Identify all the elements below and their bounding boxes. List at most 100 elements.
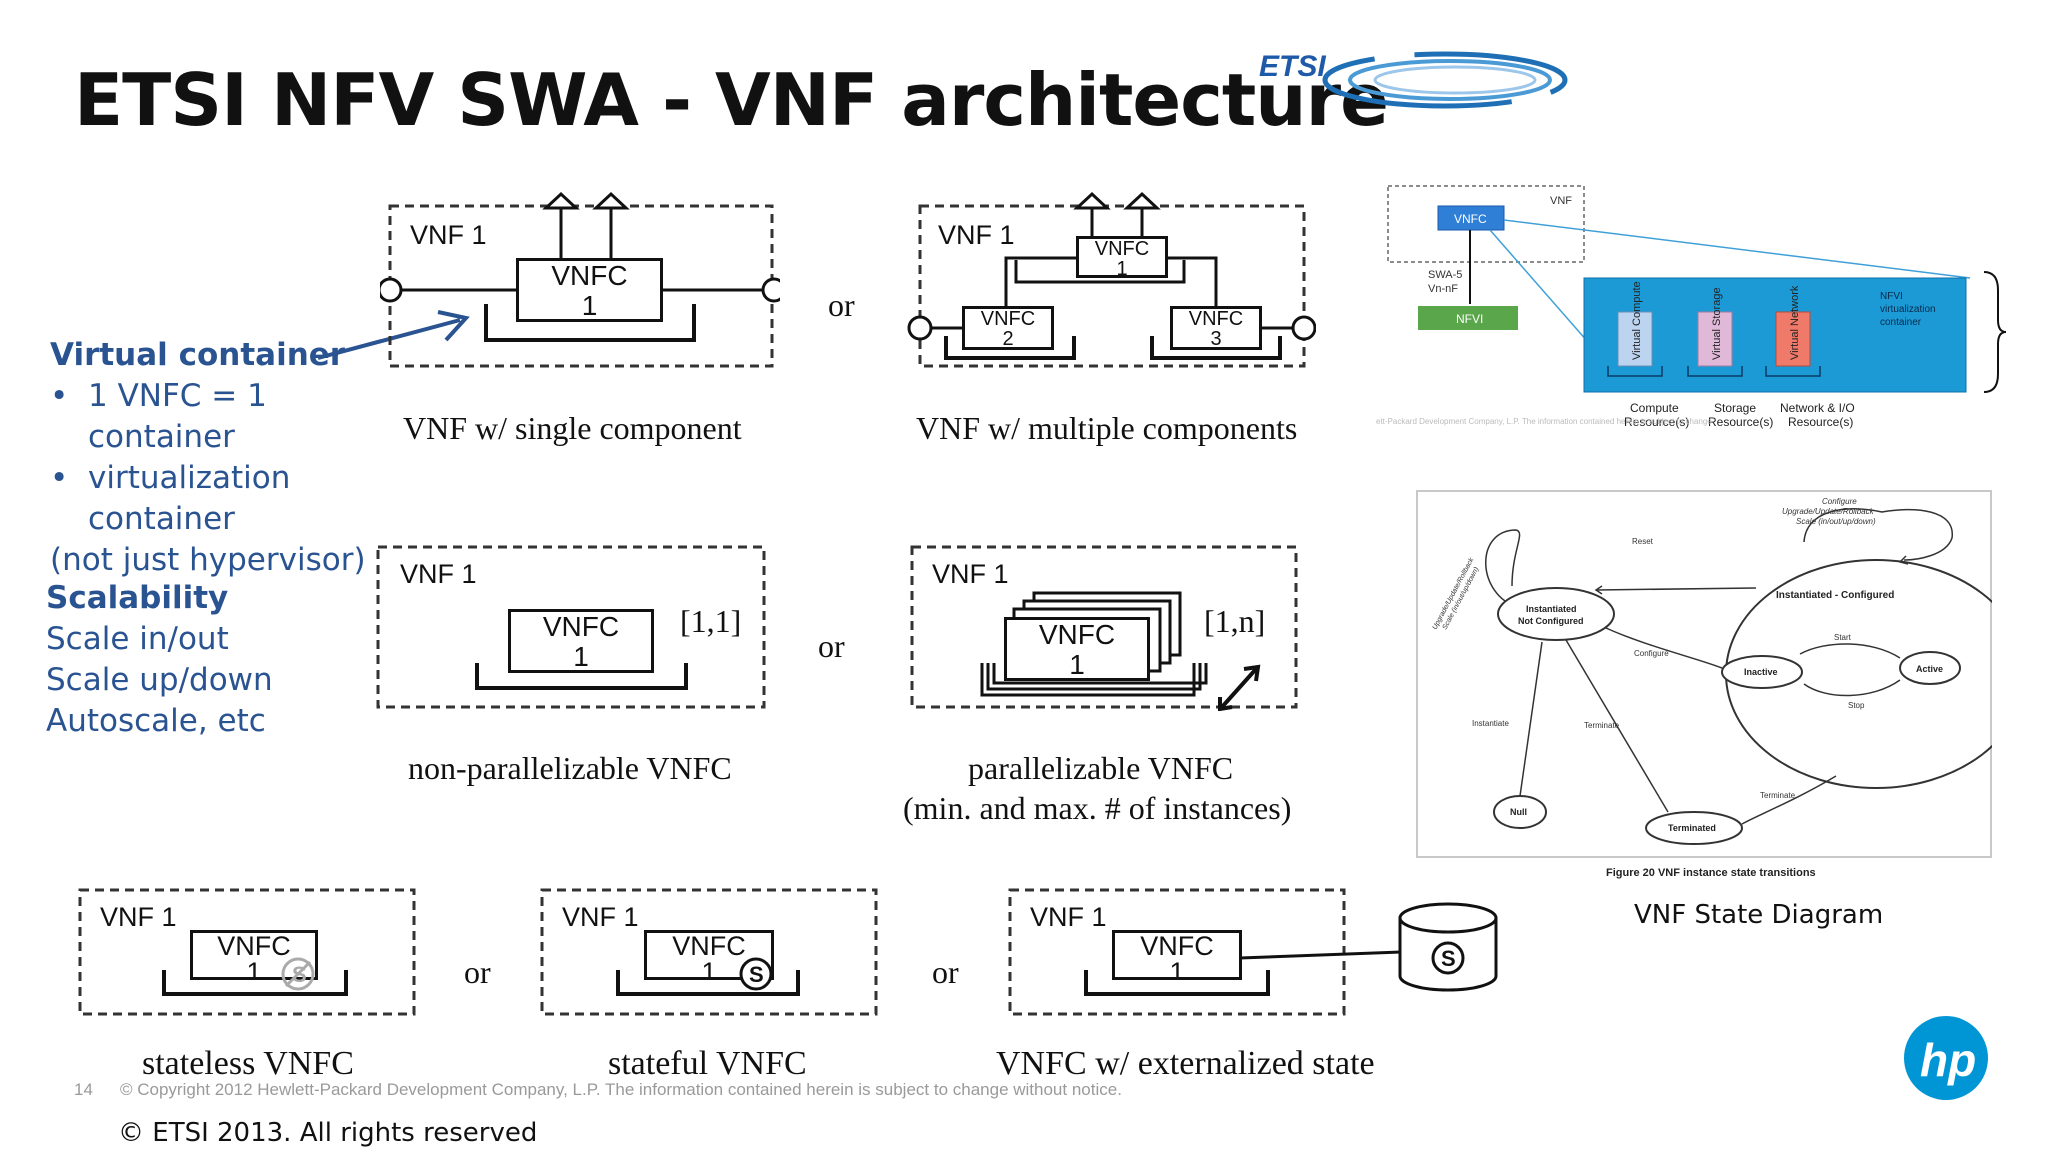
etsi-logo: ETSI — [1255, 46, 1575, 118]
state-diagram-figure: Configure Upgrade/Update/Rollback Scale … — [1416, 490, 1992, 884]
caption-non-parallel: non-parallelizable VNFC — [408, 750, 732, 786]
caption-multiple: VNF w/ multiple components — [916, 410, 1298, 446]
vnfc-label: VNFC — [217, 931, 291, 961]
etsi-copyright: © ETSI 2013. All rights reserved — [118, 1118, 538, 1148]
hp-logo: hp — [1904, 1016, 1988, 1100]
vnfc-box: VNFC 2 — [962, 306, 1054, 350]
caption-single: VNF w/ single component — [403, 410, 742, 446]
state-label: Not Configured — [1518, 616, 1584, 626]
state-label: Start — [1834, 633, 1852, 642]
vnfc-box: VNFC 1 — [516, 258, 663, 322]
state-diagram-graphic: Configure Upgrade/Update/Rollback Scale … — [1416, 490, 1992, 879]
vnfc-label: VNFC — [551, 260, 628, 291]
nfvi-faint-text: ett-Packard Development Company, L.P. Th… — [1376, 417, 1712, 426]
vnfc-number: 1 — [573, 641, 589, 672]
state-label: Inactive — [1744, 667, 1778, 677]
vnfc-number: 2 — [1002, 328, 1014, 350]
vnfc-box: VNFC 1 — [190, 930, 318, 980]
vnfc-label: VNFC — [1094, 238, 1150, 260]
vnf-label: VNF 1 — [932, 559, 1009, 589]
vnfc-number: 3 — [1210, 328, 1222, 350]
single-component-lines — [380, 191, 780, 368]
vnfc-label: VNFC — [1140, 931, 1214, 961]
vnfc-number: 1 — [1069, 649, 1085, 680]
vnfc-label: VNFC — [672, 931, 746, 961]
vnfc-box: VNFC 1 — [1076, 236, 1168, 278]
non-parallel-lines — [376, 545, 766, 709]
state-label: Terminated — [1668, 823, 1716, 833]
container-note-line: NFVI — [1880, 291, 1903, 302]
nfvi-figure-graphic: VNF VNFC SWA-5 Vn-nF NFVI NFVI virtualiz… — [1376, 185, 2007, 429]
state-icon: S — [739, 957, 773, 991]
state-label: Instantiated — [1526, 604, 1577, 614]
diagram-single-component: VNF 1 VNFC 1 — [380, 190, 780, 380]
hp-copyright-notice: © Copyright 2012 Hewlett-Packard Develop… — [120, 1080, 1122, 1099]
vnfc-label: VNFC — [542, 611, 620, 642]
vnfc-number: 1 — [1116, 258, 1128, 278]
vnf-label: VNF 1 — [410, 220, 487, 250]
nfvi-vnfc-label: VNFC — [1454, 212, 1487, 226]
state-label: Instantiated - Configured — [1776, 590, 1894, 601]
resource-label: Network & I/O — [1780, 401, 1855, 415]
resource-label: Resource(s) — [1708, 415, 1773, 429]
vnfc-box: VNFC 1 — [508, 609, 654, 673]
state-label: Reset — [1632, 537, 1654, 546]
diagram-non-parallelizable: VNF 1 VNFC 1 [1,1] — [376, 545, 768, 711]
stateful-lines — [540, 888, 878, 1016]
state-diagram-title: VNF State Diagram — [1634, 900, 1884, 930]
vnf-label: VNF 1 — [400, 559, 477, 589]
figure-caption: Figure 20 VNF instance state transitions — [1606, 867, 1816, 879]
resource-label: Resource(s) — [1624, 415, 1689, 429]
vnfc-label: VNFC — [980, 308, 1036, 330]
state-label: Upgrade/Update/Rollback — [1782, 507, 1875, 516]
bullet-item: 1 VNFC = 1 container — [50, 376, 390, 458]
resource-label: Resource(s) — [1788, 415, 1853, 429]
scalability-line: Scale up/down — [46, 662, 273, 698]
or-text: or — [828, 287, 855, 323]
resource-label: Storage — [1714, 401, 1756, 415]
vnf-label: VNF 1 — [938, 220, 1015, 250]
vnf-label: VNF 1 — [100, 902, 177, 932]
caption-parallel-line2: (min. and max. # of instances) — [903, 790, 1292, 826]
virtual-container-section: Virtual container 1 VNFC = 1 container v… — [50, 335, 390, 581]
state-label: Terminate — [1760, 791, 1796, 800]
nfvi-swa-label: SWA-5 — [1428, 269, 1462, 281]
nfvi-figure: VNF VNFC SWA-5 Vn-nF NFVI NFVI virtualiz… — [1372, 180, 2008, 440]
state-label: Configure — [1634, 649, 1669, 658]
caption-stateless: stateless VNFC — [142, 1045, 354, 1082]
hp-logo-text: hp — [1920, 1034, 1976, 1086]
state-icon: S — [1431, 941, 1465, 975]
resource-vertical-label: Virtual Compute — [1631, 281, 1643, 360]
nfvi-vnf-label: VNF — [1550, 195, 1572, 207]
scalability-line: Autoscale, etc — [46, 703, 266, 739]
vnfc-number: 1 — [1169, 957, 1185, 980]
diagram-multiple-components: VNF 1 VNFC 1 VNFC 2 VNFC 3 — [906, 190, 1316, 380]
nfvi-label: NFVI — [1456, 312, 1483, 326]
state-label: Null — [1510, 807, 1527, 817]
state-label: Terminate — [1584, 721, 1620, 730]
resource-vertical-label: Virtual Storage — [1711, 287, 1723, 360]
or-text: or — [932, 954, 959, 990]
state-label: Active — [1916, 664, 1943, 674]
etsi-logo-text: ETSI — [1259, 50, 1326, 83]
vnf-label: VNF 1 — [1030, 902, 1107, 932]
container-note-line: container — [1880, 317, 1922, 328]
resource-label: Compute — [1630, 401, 1679, 415]
etsi-logo-graphic: ETSI — [1259, 50, 1569, 110]
diagram-externalized: VNF 1 VNFC 1 S — [1008, 888, 1504, 1018]
vnfc-number: 1 — [246, 957, 262, 980]
container-note-line: virtualization — [1880, 304, 1936, 315]
no-state-icon: S — [281, 957, 315, 991]
virtual-container-heading: Virtual container — [50, 337, 346, 373]
caption-stateful: stateful VNFC — [608, 1045, 807, 1082]
state-label: Configure — [1822, 497, 1857, 506]
vnfc-number: 1 — [701, 957, 717, 980]
vnf-label: VNF 1 — [562, 902, 639, 932]
scalability-section: Scalability Scale in/out Scale up/down A… — [46, 578, 346, 742]
instance-range: [1,1] — [680, 603, 742, 639]
stateless-lines — [78, 888, 416, 1016]
page-title: ETSI NFV SWA - VNF architecture — [74, 58, 1389, 142]
state-mark: S — [749, 962, 764, 987]
vnfc-label: VNFC — [1038, 619, 1116, 650]
vnfc-box: VNFC 1 — [644, 930, 774, 980]
